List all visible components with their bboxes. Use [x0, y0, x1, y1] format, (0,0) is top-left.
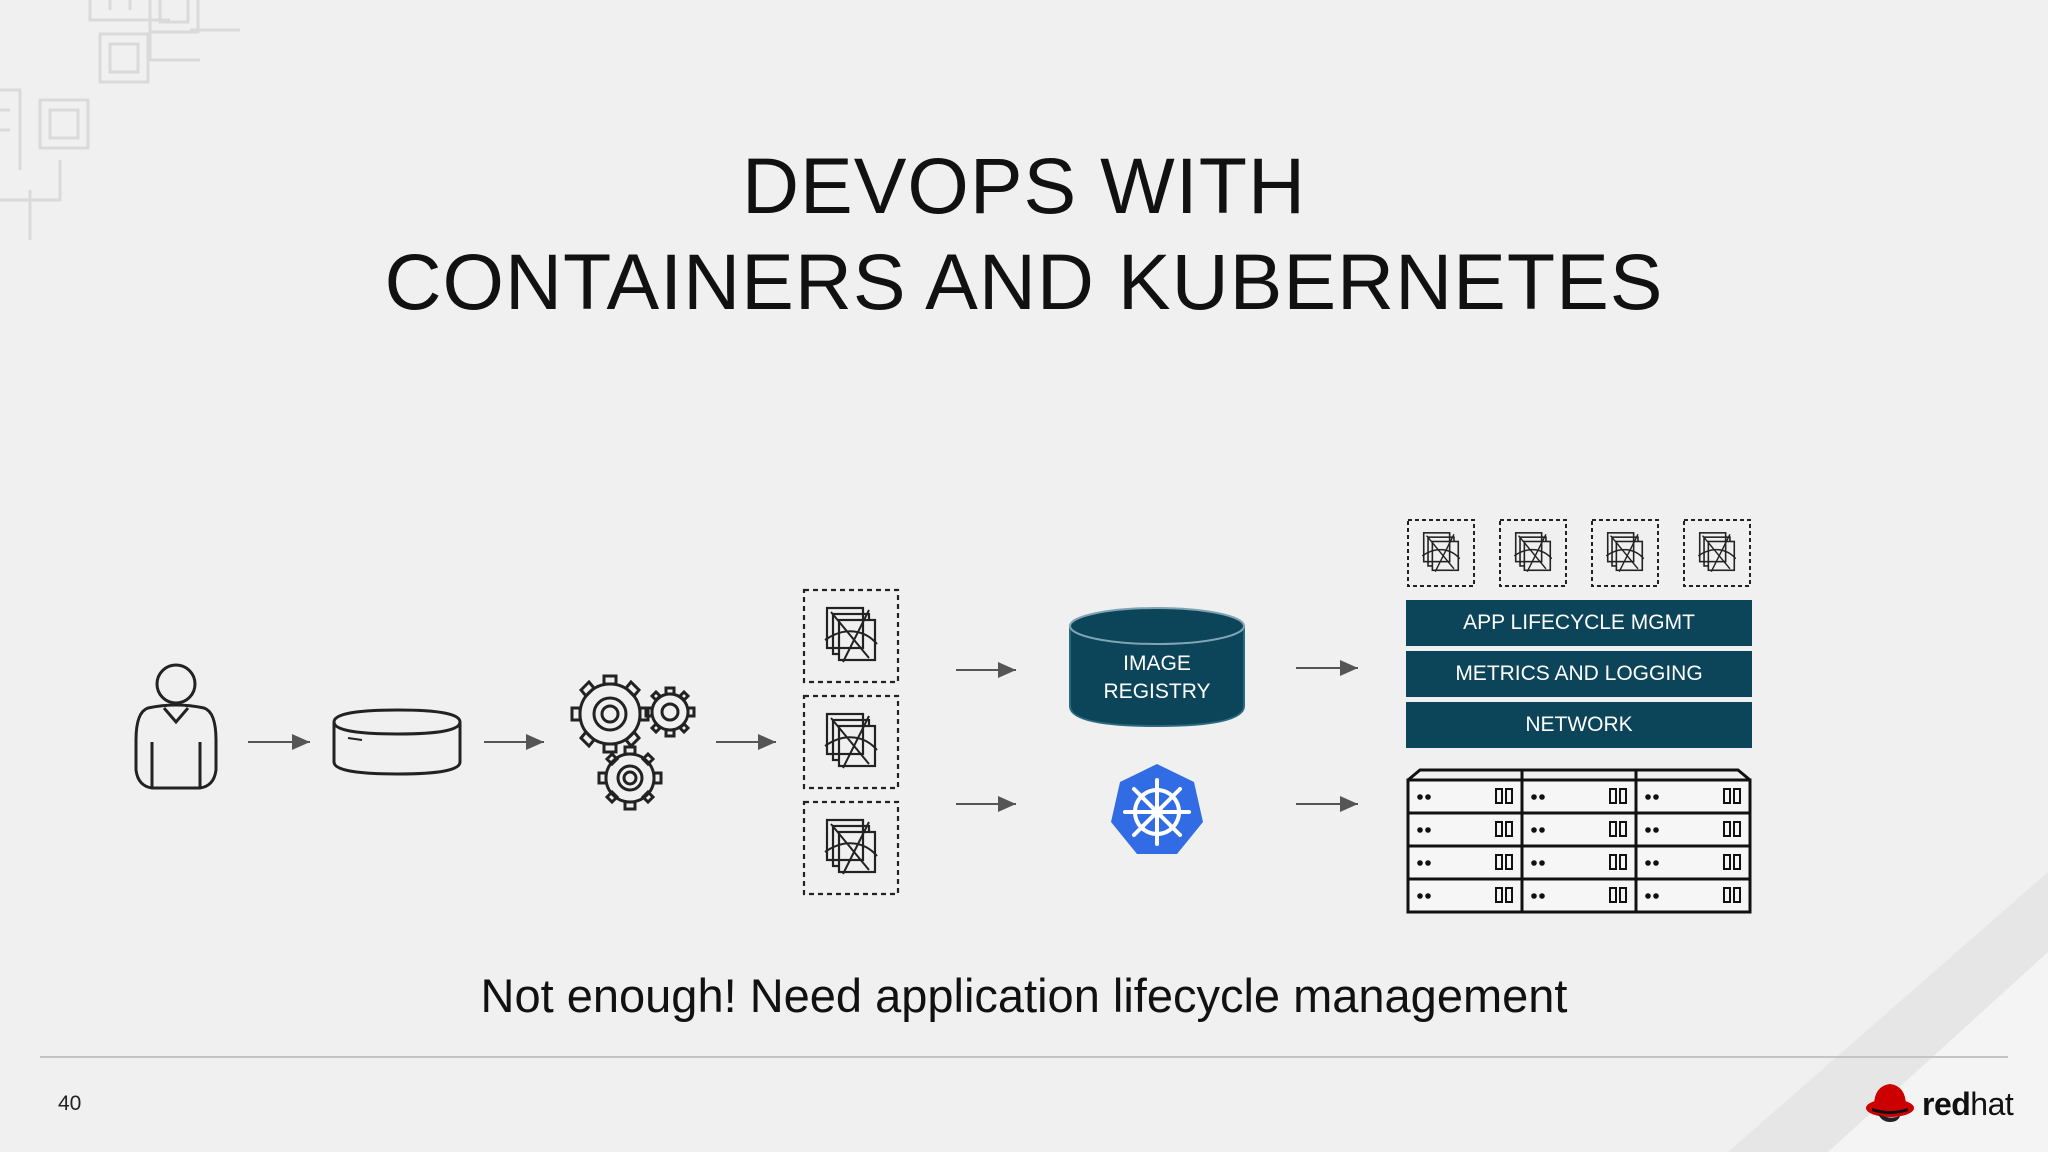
title-line-2: CONTAINERS AND KUBERNETES: [384, 237, 1664, 326]
image-registry-label: IMAGE REGISTRY: [1072, 650, 1242, 706]
server-rack-icon: [1406, 768, 1752, 914]
redhat-wordmark: redhat: [1922, 1086, 2014, 1123]
developer-icon: [134, 663, 218, 790]
container-images-column: [802, 588, 900, 896]
layer-network: NETWORK: [1406, 702, 1752, 748]
footer-divider: [40, 1056, 2008, 1058]
image-registry-cylinder: [1069, 607, 1245, 728]
redhat-logo: redhat: [1862, 1076, 2022, 1132]
page-number: 40: [58, 1092, 82, 1115]
container-image-icon: [802, 800, 900, 896]
container-icon: [1499, 519, 1567, 587]
kubernetes-icon: [1111, 764, 1203, 854]
source-repository-icon: [332, 708, 462, 776]
container-image-icon: [802, 588, 900, 684]
container-icon: [1407, 519, 1475, 587]
container-icon: [1683, 519, 1751, 587]
slide-caption: Not enough! Need application lifecycle m…: [480, 969, 1568, 1022]
redhat-shadowman-icon: [1866, 1084, 1914, 1122]
registry-label-line-1: IMAGE: [1123, 652, 1191, 675]
container-image-icon: [802, 694, 900, 790]
build-gears-icon: [570, 674, 696, 811]
corner-pattern-decoration: [0, 0, 240, 240]
layer-app-lifecycle-mgmt: APP LIFECYCLE MGMT: [1406, 600, 1752, 646]
running-containers-row: [1407, 519, 1751, 587]
wordmark-red: red: [1922, 1086, 1971, 1122]
container-icon: [1591, 519, 1659, 587]
wordmark-hat: hat: [1970, 1086, 2014, 1122]
title-line-1: DEVOPS WITH: [741, 141, 1307, 230]
slide-title: DEVOPS WITH CONTAINERS AND KUBERNETES: [0, 138, 2048, 330]
registry-label-line-2: REGISTRY: [1103, 680, 1211, 703]
layer-metrics-and-logging: METRICS AND LOGGING: [1406, 651, 1752, 697]
